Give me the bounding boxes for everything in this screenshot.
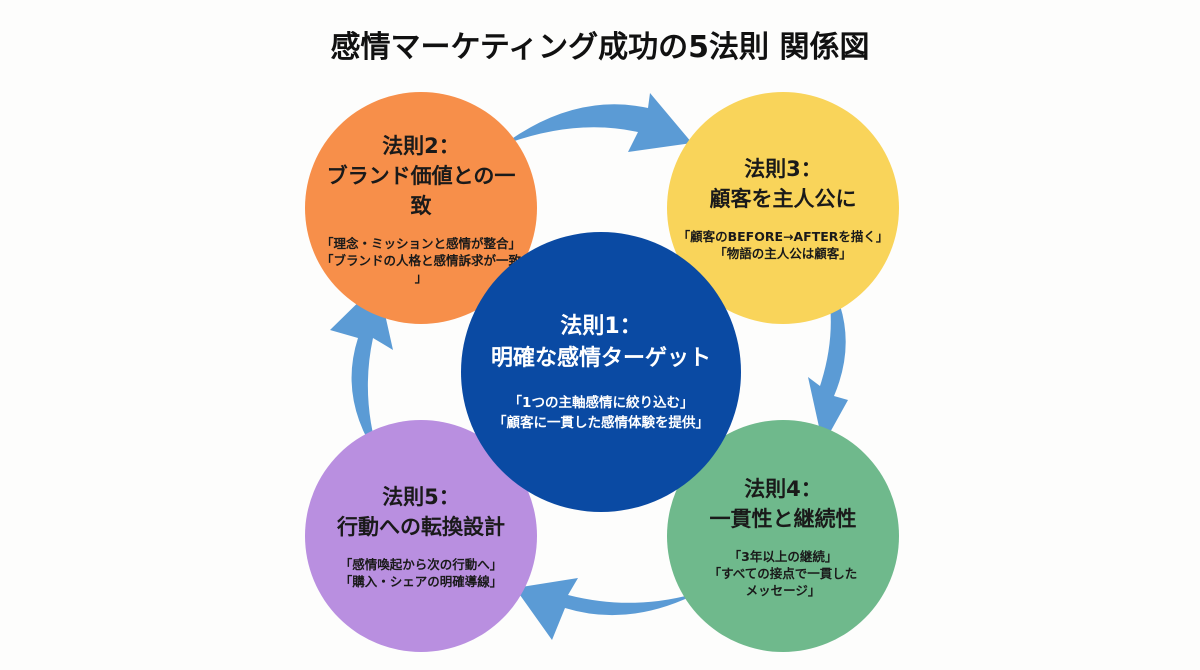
law-4-points: 「3年以上の継続」 「すべての接点で一貫した メッセージ」 <box>709 548 858 599</box>
law-3-label: 法則3： <box>744 157 822 181</box>
law-1-name: 明確な感情ターゲット <box>490 346 711 371</box>
arrow-law4-to-law5 <box>515 578 700 640</box>
law-1-points: 「1つの主軸感情に絞り込む」 「顧客に一貫した感情体験を提供」 <box>493 393 709 433</box>
arrow-law5-to-law2 <box>330 283 393 460</box>
law-1-label: 法則1： <box>560 314 642 339</box>
law-4-circle: 法則4： 一貫性と継続性 「3年以上の継続」 「すべての接点で一貫した メッセー… <box>667 420 899 652</box>
law-4-name: 一貫性と継続性 <box>709 506 857 531</box>
arrow-law3-to-law4 <box>808 270 848 445</box>
law-1-point: 「1つの主軸感情に絞り込む」 <box>508 395 694 411</box>
law-3-point: 「物語の主人公は顧客」 <box>714 246 852 261</box>
law-4-label: 法則4： <box>744 476 822 501</box>
law-2-points: 「理念・ミッションと感情が整合」 「ブランドの人格と感情訴求が一致 」 <box>321 235 521 286</box>
law-2-name: ブランド価値との一致 <box>326 163 516 218</box>
law-1-circle: 法則1： 明確な感情ターゲット 「1つの主軸感情に絞り込む」 「顧客に一貫した感… <box>461 232 741 512</box>
law-4-point: 「3年以上の継続」 <box>728 548 838 564</box>
law-5-label: 法則5： <box>382 485 460 509</box>
law-3-name: 顧客を主人公に <box>709 187 857 211</box>
law-5-point: 「購入・シェアの明確導線」 <box>339 574 503 589</box>
law-1-point: 「顧客に一貫した感情体験を提供」 <box>493 415 709 431</box>
diagram-title: 感情マーケティング成功の5法則 関係図 <box>330 30 870 65</box>
law-2-point: 「理念・ミッションと感情が整合」 <box>321 235 522 251</box>
law-3-point: 「顧客のBEFORE→AFTERを描く」 <box>677 229 889 244</box>
arrow-law2-to-law3 <box>503 93 692 152</box>
law-2-label: 法則2： <box>382 133 460 158</box>
law-2-point: 「ブランドの人格と感情訴求が一致 」 <box>321 252 522 285</box>
law-5-point: 「感情喚起から次の行動へ」 <box>339 557 503 572</box>
law-5-name: 行動への転換設計 <box>337 515 505 539</box>
law-3-points: 「顧客のBEFORE→AFTERを描く」 「物語の主人公は顧客」 <box>678 228 889 262</box>
law-4-point: 「すべての接点で一貫した メッセージ」 <box>708 565 858 598</box>
law-5-points: 「感情喚起から次の行動へ」 「購入・シェアの明確導線」 <box>340 556 503 590</box>
